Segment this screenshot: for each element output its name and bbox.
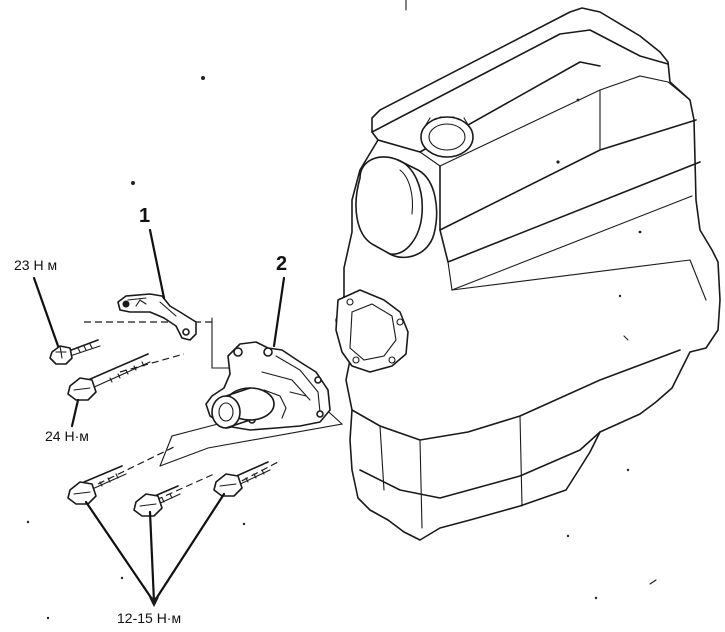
callout-part-1: 1	[139, 205, 151, 227]
leader-lines	[32, 228, 286, 608]
torque-label-bracket-bolt: 23 Н м	[14, 257, 58, 273]
torque-label-pump-bolts: 12-15 Н·м	[117, 610, 182, 626]
pump-bolt-left	[67, 465, 127, 505]
long-bolt	[67, 353, 151, 401]
pump-bolt-right	[213, 461, 271, 497]
bracket-bolt	[49, 339, 101, 365]
tensioner-bracket	[117, 293, 197, 341]
engine-block	[26, 0, 721, 620]
pump-bolt-middle	[133, 485, 181, 517]
torque-label-long-bolt: 24 Н·м	[45, 428, 89, 444]
water-pump	[205, 341, 331, 431]
callout-part-2: 2	[276, 253, 288, 275]
